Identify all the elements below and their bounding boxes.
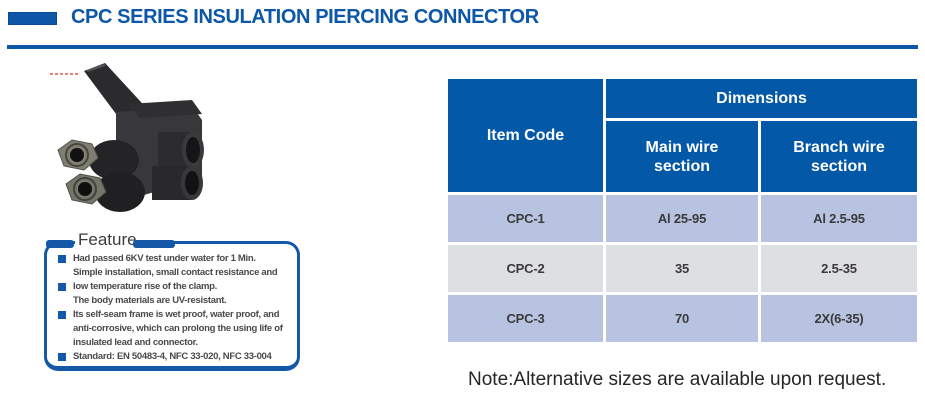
- header-dimensions: Dimensions: [606, 79, 917, 118]
- feature-item: low temperature rise of the clamp.: [58, 281, 302, 295]
- feature-text: Standard: EN 50483-4, NFC 33-020, NFC 33…: [73, 351, 272, 362]
- feature-item: Standard: EN 50483-4, NFC 33-020, NFC 33…: [58, 351, 302, 365]
- page-title: CPC SERIES INSULATION PIERCING CONNECTOR: [71, 6, 539, 28]
- feature-text: low temperature rise of the clamp.: [73, 281, 217, 292]
- feature-list: Had passed 6KV test under water for 1 Mi…: [58, 253, 302, 365]
- header-divider: [7, 45, 918, 49]
- feature-item: Had passed 6KV test under water for 1 Mi…: [58, 253, 302, 267]
- header-main-wire: Main wire section: [606, 121, 758, 192]
- feature-text: The body materials are UV-resistant.: [73, 295, 227, 306]
- feature-item: Simple installation, small contact resis…: [58, 267, 302, 281]
- feature-title: Feature: [75, 230, 140, 250]
- feature-bar-left: [46, 240, 74, 248]
- bullet-square-icon: [58, 353, 66, 361]
- header-item-code: Item Code: [448, 79, 603, 192]
- branch-ports: [152, 132, 204, 200]
- bullet-square-icon: [58, 283, 66, 291]
- table-row-cpc1-main: Al 25-95: [606, 195, 758, 242]
- bolt-collars: [89, 140, 145, 212]
- feature-item: insulated lead and connector.: [58, 337, 302, 351]
- table-row-cpc3-main: 70: [606, 295, 758, 342]
- feature-text: Simple installation, small contact resis…: [73, 267, 278, 278]
- dimensions-table: Item Code Dimensions Main wire section B…: [448, 79, 917, 342]
- hex-bolt-lower: [65, 173, 107, 205]
- table-row-cpc1-branch: Al 2.5-95: [761, 195, 917, 242]
- table-row-cpc2-code: CPC-2: [448, 245, 603, 292]
- table-row-cpc2-main: 35: [606, 245, 758, 292]
- header-branch-wire: Branch wire section: [761, 121, 917, 192]
- feature-item: The body materials are UV-resistant.: [58, 295, 302, 309]
- feature-text: insulated lead and connector.: [73, 337, 198, 348]
- table-row-cpc3-branch: 2X(6-35): [761, 295, 917, 342]
- table-row-cpc3-code: CPC-3: [448, 295, 603, 342]
- table-row-cpc1-code: CPC-1: [448, 195, 603, 242]
- hex-bolt-upper: [57, 139, 99, 171]
- feature-text: Had passed 6KV test under water for 1 Mi…: [73, 253, 256, 264]
- feature-bar-right: [133, 240, 175, 248]
- feature-text: anti-corrosive, which can prolong the us…: [73, 323, 283, 334]
- bullet-square-icon: [58, 255, 66, 263]
- feature-item: Its self-seam frame is wet proof, water …: [58, 309, 302, 323]
- feature-text: Its self-seam frame is wet proof, water …: [73, 309, 280, 320]
- bullet-square-icon: [58, 311, 66, 319]
- note-text: Note:Alternative sizes are available upo…: [468, 369, 887, 390]
- table-row-cpc2-branch: 2.5-35: [761, 245, 917, 292]
- connector-photo: [50, 63, 204, 212]
- title-accent-bar: [8, 12, 57, 25]
- feature-item: anti-corrosive, which can prolong the us…: [58, 323, 302, 337]
